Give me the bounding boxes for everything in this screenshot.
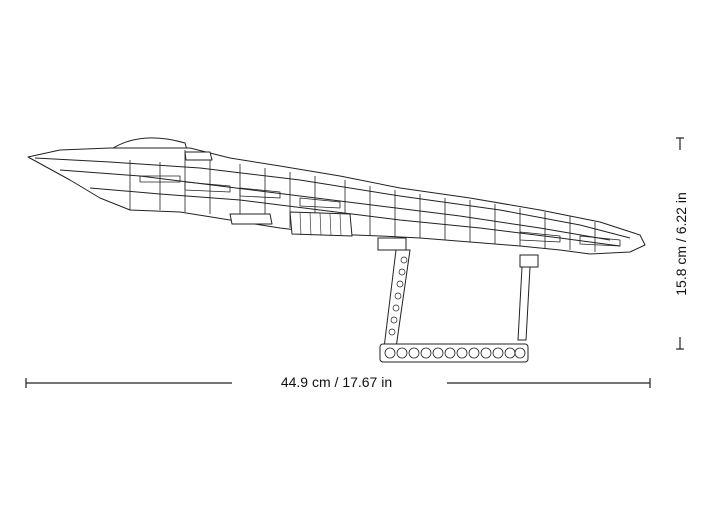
stand-arm-right <box>517 266 531 341</box>
width-dimension <box>25 378 651 388</box>
ship-model <box>27 137 646 255</box>
width-label: 44.9 cm / 17.67 in <box>280 374 393 390</box>
height-dimension <box>676 137 684 350</box>
arm-holes <box>388 256 408 336</box>
underside-block <box>229 213 273 225</box>
deck-line-upper <box>34 157 631 239</box>
underside-grille <box>289 211 353 237</box>
base-holes <box>384 347 526 359</box>
deck-line-lower <box>89 187 621 247</box>
bridge-tower <box>184 151 213 161</box>
stand-mount-right <box>519 254 539 268</box>
stand-mount-left <box>377 237 407 251</box>
grille-lines <box>299 212 342 236</box>
display-stand <box>377 237 539 363</box>
deck-line-middle <box>59 169 611 241</box>
height-label: 15.8 cm / 6.22 in <box>673 192 689 296</box>
stand-base <box>379 343 529 363</box>
